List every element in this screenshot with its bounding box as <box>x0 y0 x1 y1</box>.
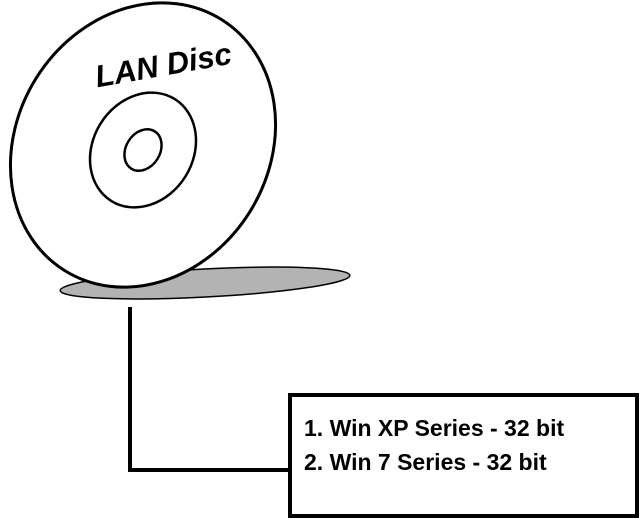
os-support-box: 1. Win XP Series - 32 bit 2. Win 7 Serie… <box>288 393 639 518</box>
os-item-win7: 2. Win 7 Series - 32 bit <box>304 449 547 475</box>
connector-line <box>128 307 290 472</box>
disc-hub <box>123 128 163 172</box>
disc-outer-ring <box>8 1 278 289</box>
disc-middle-ring <box>88 91 198 209</box>
os-item-winxp: 1. Win XP Series - 32 bit <box>304 415 565 441</box>
